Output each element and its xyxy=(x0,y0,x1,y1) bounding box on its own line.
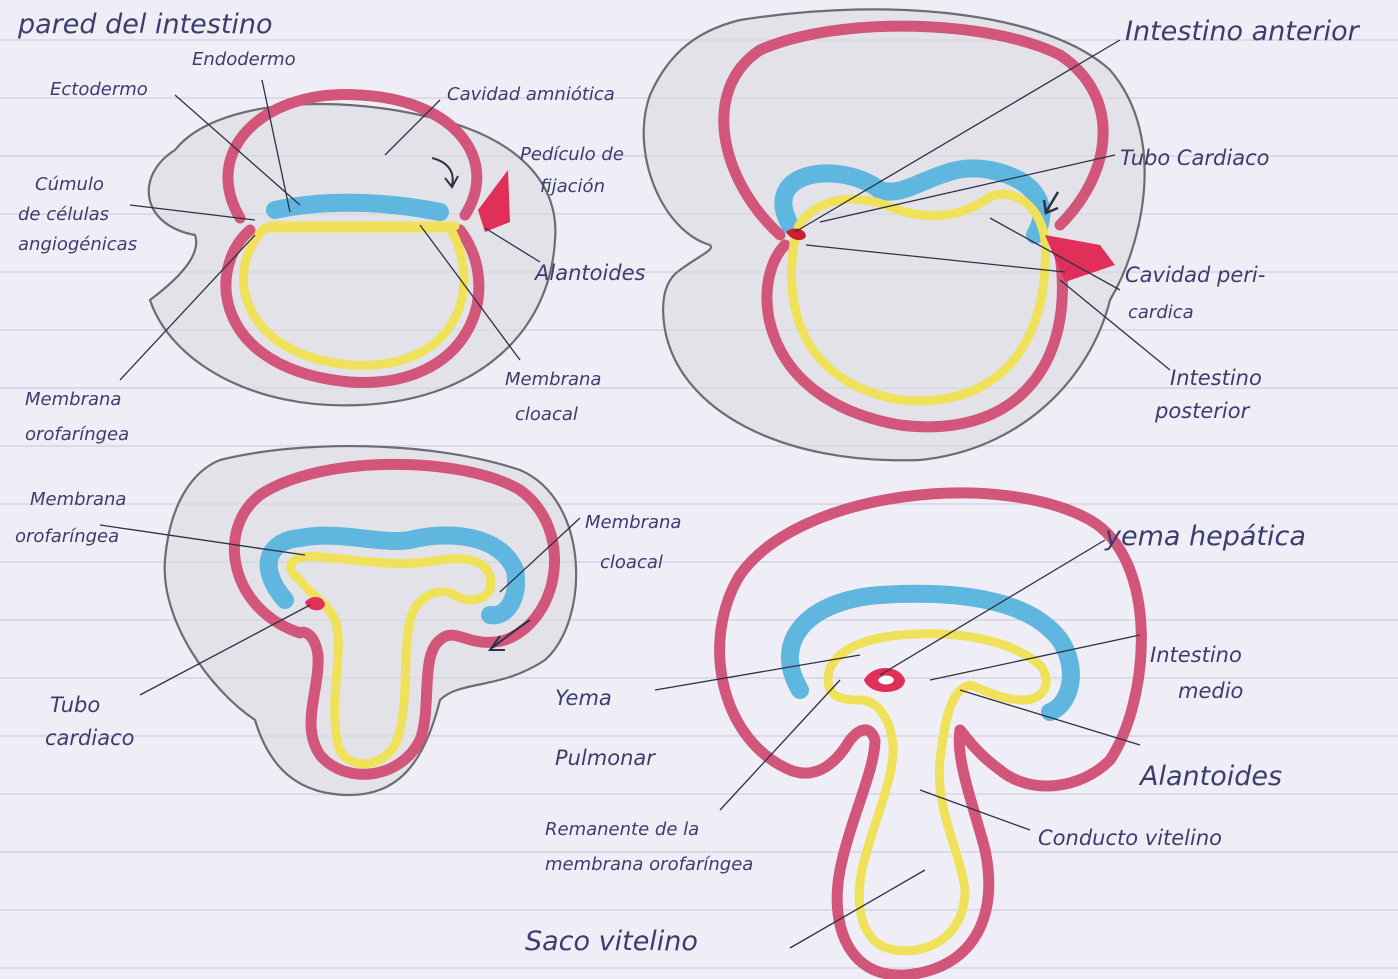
label-cumulo-1: Cúmulo xyxy=(35,174,104,195)
label-pediculo-2: fijación xyxy=(540,176,605,197)
label-pared-intestino: pared del intestino xyxy=(17,9,273,40)
label-alantoides-a: Alantoides xyxy=(533,261,646,285)
label-intestino-medio-2: medio xyxy=(1178,679,1243,703)
label-intestino-medio-1: Intestino xyxy=(1150,643,1242,667)
label-saco-vitelino: Saco vitelino xyxy=(525,926,698,957)
label-alantoides-d: Alantoides xyxy=(1138,761,1282,792)
label-membrana-oro-a-2: orofaríngea xyxy=(25,424,129,445)
label-endodermo: Endodermo xyxy=(192,49,296,70)
label-membrana-oro-c-1: Membrana xyxy=(30,489,126,510)
label-membrana-cloacal-a-1: Membrana xyxy=(505,369,601,390)
label-tubo-cardiaco-c-2: cardiaco xyxy=(45,726,134,750)
label-yema-pulmonar-2: Pulmonar xyxy=(555,746,656,770)
label-yema-hepatica: yema hepática xyxy=(1104,521,1306,552)
label-remanente-2: membrana orofaríngea xyxy=(545,854,753,875)
label-cumulo-3: angiogénicas xyxy=(18,234,137,255)
label-conducto-vitelino: Conducto vitelino xyxy=(1038,826,1222,850)
label-cavidad-peri-1: Cavidad peri- xyxy=(1125,263,1265,287)
label-intestino-anterior: Intestino anterior xyxy=(1125,16,1361,47)
label-cavidad-peri-2: cardica xyxy=(1128,302,1194,323)
label-membrana-cloacal-a-2: cloacal xyxy=(515,404,578,425)
label-intestino-posterior-1: Intestino xyxy=(1170,366,1262,390)
embryo-c-outline xyxy=(165,446,576,795)
embryo-a xyxy=(149,94,556,405)
embryo-c xyxy=(165,446,576,795)
label-yema-pulmonar-1: Yema xyxy=(555,686,612,710)
label-cumulo-2: de células xyxy=(18,204,109,225)
label-membrana-cloacal-c-1: Membrana xyxy=(585,512,681,533)
label-intestino-posterior-2: posterior xyxy=(1154,399,1251,423)
embryo-a-outline xyxy=(149,104,556,405)
label-membrana-oro-a-1: Membrana xyxy=(25,389,121,410)
label-membrana-oro-c-2: orofaríngea xyxy=(15,526,119,547)
label-tubo-cardiaco-c-1: Tubo xyxy=(50,693,100,717)
label-pediculo-1: Pedículo de xyxy=(520,144,624,165)
label-cavidad-amniotica: Cavidad amniótica xyxy=(447,84,615,105)
label-tubo-cardiaco-b: Tubo Cardiaco xyxy=(1120,146,1269,170)
embryo-b-outline xyxy=(644,9,1145,460)
embryo-d xyxy=(720,493,1142,975)
label-membrana-cloacal-c-2: cloacal xyxy=(600,552,663,573)
embryo-b xyxy=(644,9,1145,460)
label-remanente-1: Remanente de la xyxy=(545,819,699,840)
amnion-d xyxy=(720,493,1142,975)
label-ectodermo: Ectodermo xyxy=(50,79,148,100)
